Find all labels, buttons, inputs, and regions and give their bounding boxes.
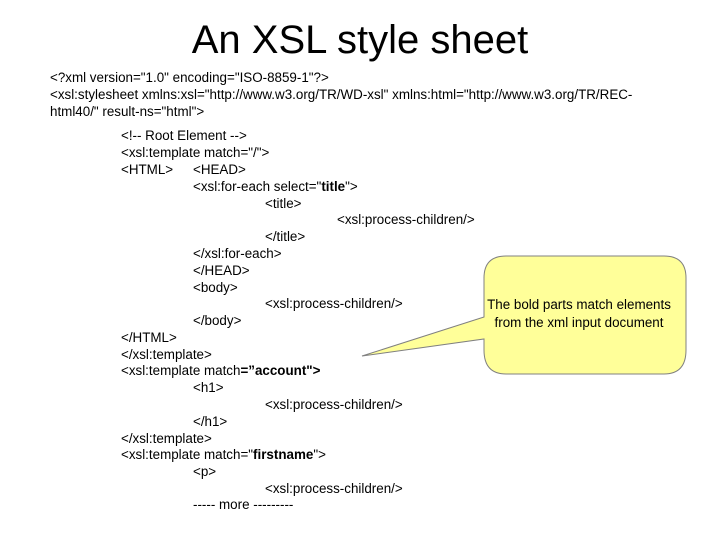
code-line-process-children: <xsl:process-children/> <box>265 296 403 311</box>
code-line-template-firstname: <xsl:template match="">firstname"> <box>121 447 326 462</box>
code-line-template-root: <xsl:template match="/"> <box>121 145 270 160</box>
code-line-title-close: </title> <box>265 229 306 244</box>
callout-text: The bold parts match elements from the x… <box>478 296 680 332</box>
code-line-more: ----- more --------- <box>193 497 294 512</box>
code-line-stylesheet-continued: html40/" result-ns="html"> <box>50 104 205 119</box>
callout-shape <box>361 255 687 375</box>
code-line-body-close: </body> <box>193 313 242 328</box>
code-line-h1-open: <h1> <box>193 380 224 395</box>
code-line-xml-declaration: <?xml version="1.0" encoding="ISO-8859-1… <box>50 70 329 85</box>
code-line-title-open: <title> <box>265 196 302 211</box>
code-line-html-open: <HTML> <box>121 162 174 177</box>
bold-match-title: title <box>321 179 346 194</box>
bold-match-account: =”account"> <box>240 363 321 378</box>
code-line-template-close: </xsl:template> <box>121 431 212 446</box>
code-line-body-open: <body> <box>193 280 238 295</box>
code-line-for-each-close: </xsl:for-each> <box>193 246 282 261</box>
code-line-root-comment: <!-- Root Element --> <box>121 128 247 143</box>
slide-title: An XSL style sheet <box>191 18 529 62</box>
code-line-template-account: <xsl:template match=”account"> <box>121 363 321 378</box>
code-line-stylesheet-open: <xsl:stylesheet xmlns:xsl="http://www.w3… <box>50 87 633 102</box>
code-line-process-children: <xsl:process-children/> <box>337 212 475 227</box>
code-line-for-each: <xsl:for-each select="title"> <box>193 179 358 194</box>
callout-line: from the xml input document <box>494 315 664 330</box>
code-line-h1-close: </h1> <box>193 414 228 429</box>
code-line-process-children: <xsl:process-children/> <box>265 481 403 496</box>
code-line-process-children: <xsl:process-children/> <box>265 397 403 412</box>
code-line-html-close: </HTML> <box>121 330 177 345</box>
code-line-head-open: <HEAD> <box>193 162 246 177</box>
code-line-template-close: </xsl:template> <box>121 347 212 362</box>
code-line-head-close: </HEAD> <box>193 263 250 278</box>
callout-line: The bold parts match elements <box>487 297 671 312</box>
code-line-p-open: <p> <box>193 464 217 479</box>
